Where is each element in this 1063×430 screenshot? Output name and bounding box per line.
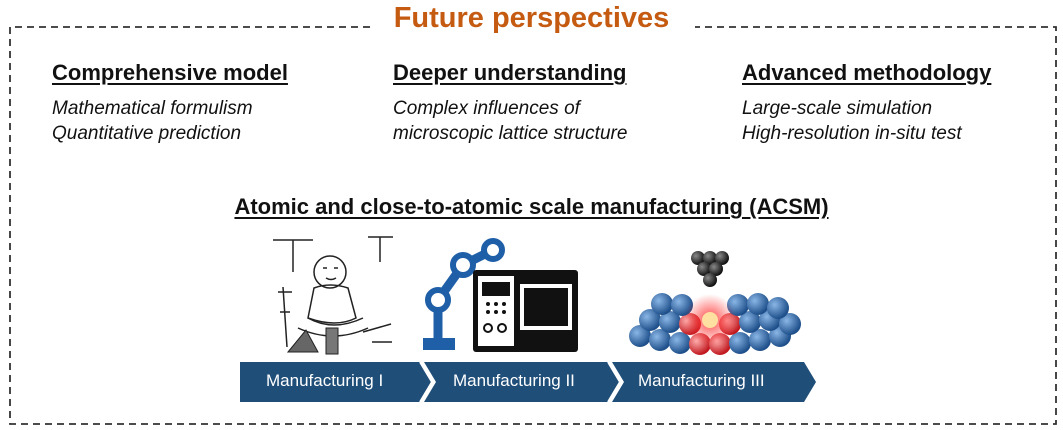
craftsman-sketch-icon [273, 236, 393, 355]
atomic-lattice-tip-icon [629, 251, 801, 355]
figure-title: Future perspectives [393, 2, 670, 34]
manufacturing-stages: Manufacturing I Manufacturing II Manufac… [240, 362, 820, 402]
stage-label-2: Manufacturing II [453, 371, 575, 390]
column-heading: Deeper understanding [393, 60, 627, 85]
column-heading: Advanced methodology [742, 60, 992, 85]
column-line: High-resolution in-situ test [742, 123, 962, 144]
column-advanced-methodology: Advanced methodology Large-scale simulat… [742, 60, 1063, 146]
column-heading: Comprehensive model [52, 60, 288, 85]
column-line: Mathematical formulism [52, 98, 253, 119]
robot-arm-machine-icon [423, 238, 578, 352]
column-line: Complex influences of [393, 98, 580, 119]
column-line: Quantitative prediction [52, 123, 242, 144]
column-deeper-understanding: Deeper understanding Complex influences … [393, 60, 723, 146]
chevron-arrows [240, 362, 816, 402]
column-line: microscopic lattice structure [393, 123, 628, 144]
stage-chevron-3 [612, 362, 816, 402]
stage-label-1: Manufacturing I [266, 371, 384, 390]
column-line: Large-scale simulation [742, 98, 933, 119]
acsm-title: Atomic and close-to-atomic scale manufac… [234, 194, 829, 219]
column-comprehensive-model: Comprehensive model Mathematical formuli… [52, 60, 382, 146]
stage-label-3: Manufacturing III [638, 371, 765, 390]
stage-chevron-2 [424, 362, 620, 402]
stage-chevron-1 [240, 362, 432, 402]
